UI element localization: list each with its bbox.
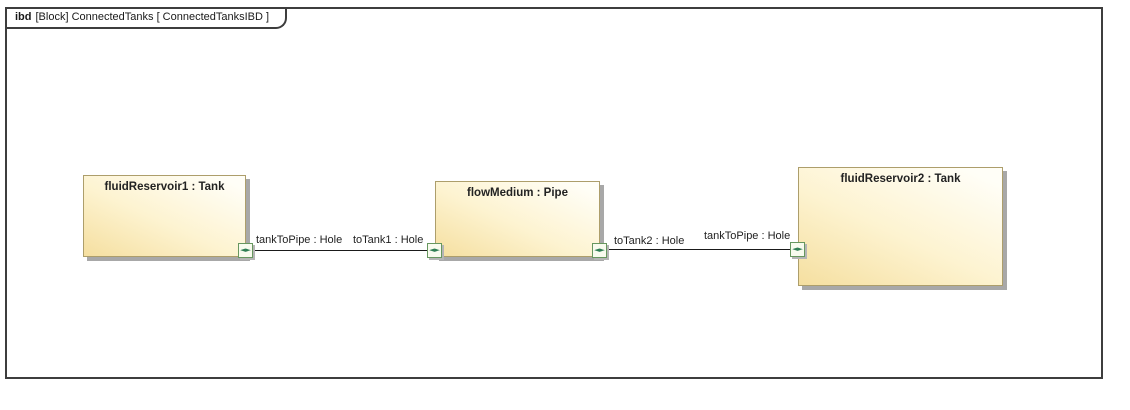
part-block-fluidReservoir1[interactable]: fluidReservoir1 : Tank xyxy=(83,175,246,257)
flow-port-icon: ◄► xyxy=(240,246,251,254)
diagram-frame-tab[interactable]: ibd[Block] ConnectedTanks [ ConnectedTan… xyxy=(7,9,288,29)
port-label-tankToPipe-2[interactable]: tankToPipe : Hole xyxy=(704,230,791,242)
port-fluidReservoir1-tankToPipe[interactable]: ◄► xyxy=(238,243,253,258)
port-fluidReservoir2-tankToPipe[interactable]: ◄► xyxy=(790,242,805,257)
connector-fluidReservoir1-flowMedium[interactable] xyxy=(246,250,435,251)
connector-flowMedium-fluidReservoir2[interactable] xyxy=(600,249,798,250)
flow-port-icon: ◄► xyxy=(792,245,803,253)
part-label-flowMedium: flowMedium : Pipe xyxy=(467,187,568,199)
diagram-kind-label: ibd xyxy=(15,11,32,23)
port-label-toTank2[interactable]: toTank2 : Hole xyxy=(614,235,685,247)
port-flowMedium-toTank1[interactable]: ◄► xyxy=(427,243,442,258)
port-label-toTank1[interactable]: toTank1 : Hole xyxy=(353,234,424,246)
port-flowMedium-toTank2[interactable]: ◄► xyxy=(592,243,607,258)
flow-port-icon: ◄► xyxy=(594,246,605,254)
part-label-fluidReservoir2: fluidReservoir2 : Tank xyxy=(840,173,961,185)
flow-port-icon: ◄► xyxy=(429,246,440,254)
part-label-fluidReservoir1: fluidReservoir1 : Tank xyxy=(104,181,225,193)
diagram-title: [Block] ConnectedTanks [ ConnectedTanksI… xyxy=(35,11,270,23)
part-block-flowMedium[interactable]: flowMedium : Pipe xyxy=(435,181,600,257)
part-block-fluidReservoir2[interactable]: fluidReservoir2 : Tank xyxy=(798,167,1003,286)
port-label-tankToPipe-1[interactable]: tankToPipe : Hole xyxy=(256,234,343,246)
